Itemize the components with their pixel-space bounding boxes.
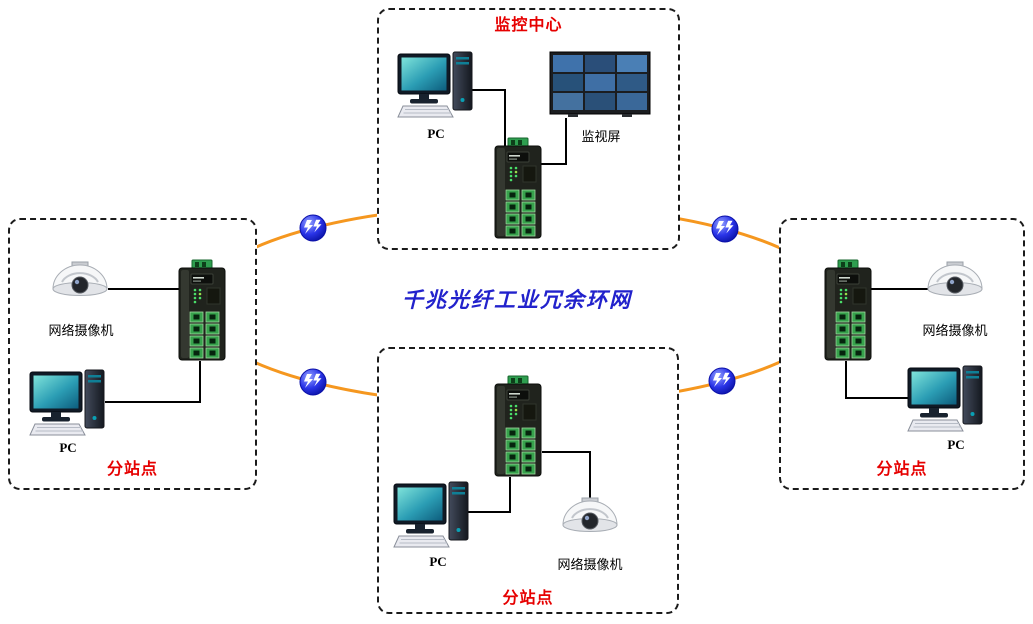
industrial-switch-icon: [824, 259, 872, 361]
monitoring-center-label: 监控中心: [494, 17, 563, 34]
dome-camera-icon: [52, 261, 108, 297]
fiber-link-icon: [299, 214, 327, 242]
pc-icon: [907, 365, 983, 432]
connection-line-bottom-camera: [542, 451, 591, 500]
connection-line-center-wall: [541, 118, 567, 165]
right-substation-box: [779, 218, 1025, 490]
pc-label: PC: [427, 126, 445, 141]
fiber-link-icon: [708, 367, 736, 395]
industrial-switch-icon: [494, 137, 542, 239]
connection-line-bottom-pc: [467, 477, 511, 513]
connection-line-left-pc: [105, 361, 201, 403]
pc-label: PC: [59, 440, 77, 455]
camera-label: 网络摄像机: [922, 323, 988, 338]
pc-label: PC: [429, 554, 447, 569]
pc-icon: [397, 51, 473, 118]
connection-line-center-pc: [472, 89, 506, 146]
pc-icon: [29, 369, 105, 436]
dome-camera-icon: [927, 261, 983, 297]
left-substation-label: 分站点: [106, 461, 158, 478]
bottom-substation-label: 分站点: [502, 590, 554, 607]
diagram-title: 千兆光纤工业冗余环网: [402, 287, 632, 312]
industrial-switch-icon: [178, 259, 226, 361]
industrial-switch-icon: [494, 375, 542, 477]
fiber-link-icon: [299, 368, 327, 396]
pc-label: PC: [947, 437, 965, 452]
video-wall-label: 监视屏: [581, 129, 621, 144]
connection-line-right-pc: [845, 361, 909, 399]
fiber-link-icon: [711, 215, 739, 243]
pc-icon: [393, 481, 469, 548]
dome-camera-icon: [562, 497, 618, 533]
video-wall-icon: [549, 51, 651, 118]
camera-label: 网络摄像机: [557, 557, 623, 572]
right-substation-label: 分站点: [876, 461, 928, 478]
camera-label: 网络摄像机: [48, 323, 114, 338]
